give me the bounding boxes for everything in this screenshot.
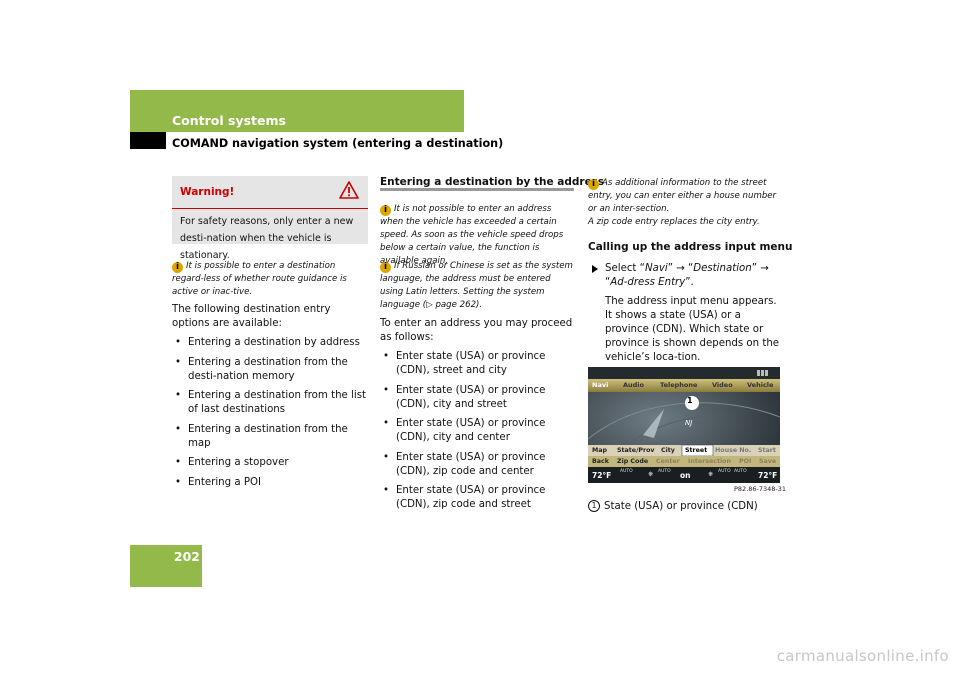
climate-auto-label: AUTO bbox=[620, 469, 633, 474]
page-number: 202 bbox=[173, 549, 200, 564]
list-item: Entering a destination from the map bbox=[174, 423, 368, 451]
screen-entry-state: State/Prov bbox=[617, 447, 655, 454]
list-item: Enter state (USA) or province (CDN), cit… bbox=[382, 384, 576, 412]
warning-text: For safety reasons, only enter a new des… bbox=[180, 216, 354, 261]
right-note-text: As additional information to the street … bbox=[588, 178, 777, 214]
screen-bottom-intersection: Intersection bbox=[688, 458, 731, 465]
screen-tab-audio: Audio bbox=[623, 381, 645, 389]
subheading-calling-up: Calling up the address input menu bbox=[588, 241, 793, 253]
fan-icon: ❋ bbox=[708, 471, 714, 478]
destination-options-list: Entering a destination by address Enteri… bbox=[174, 336, 368, 495]
list-item: Enter state (USA) or province (CDN), cit… bbox=[382, 417, 576, 445]
warning-box bbox=[172, 176, 368, 244]
info-icon: i bbox=[380, 205, 391, 216]
list-item: Entering a stopover bbox=[174, 456, 368, 470]
left-intro: The following destination entry options … bbox=[172, 304, 331, 329]
list-item: Entering a destination from the desti-na… bbox=[174, 356, 368, 384]
step-instruction: Select “Navi” → “Destination” → “Ad-dres… bbox=[605, 263, 769, 288]
middle-note-language-text: If Russian or Chinese is set as the syst… bbox=[380, 261, 573, 310]
climate-auto-label: AUTO bbox=[658, 469, 671, 474]
step-arrow-icon bbox=[592, 265, 598, 273]
info-icon: i bbox=[172, 262, 183, 273]
page-number-block bbox=[130, 545, 202, 587]
callout-marker: 1 bbox=[687, 396, 693, 405]
figure-code: P82.86-7348-31 bbox=[734, 485, 787, 493]
comand-screen-figure: Navi Audio Telephone Video Vehicle 1 NJ … bbox=[588, 367, 780, 483]
screen-graphic bbox=[588, 367, 780, 483]
list-item: Entering a destination by address bbox=[174, 336, 368, 350]
section-heading-address: Entering a destination by the address bbox=[380, 176, 605, 188]
left-note-text: It is possible to enter a destination re… bbox=[172, 261, 347, 297]
screen-bottom-poi: POI bbox=[739, 458, 752, 465]
screen-entry-start: Start bbox=[758, 447, 776, 454]
screen-tab-telephone: Telephone bbox=[660, 381, 698, 389]
middle-intro: To enter an address you may proceed as f… bbox=[380, 318, 573, 343]
list-item: Entering a destination from the list of … bbox=[174, 389, 368, 417]
page-reference-arrow-icon: ▷ bbox=[426, 300, 433, 310]
header-black-tab bbox=[130, 132, 166, 149]
climate-auto-label: AUTO bbox=[718, 469, 731, 474]
screen-bottom-zip: Zip Code bbox=[617, 458, 649, 465]
screen-bottom-center: Center bbox=[656, 458, 680, 465]
figure-caption: 1 State (USA) or province (CDN) bbox=[588, 500, 758, 514]
climate-left-temp: 72°F bbox=[592, 471, 612, 480]
list-item: Entering a POI bbox=[174, 476, 368, 490]
caption-text: State (USA) or province (CDN) bbox=[604, 501, 758, 512]
middle-note-speed-text: It is not possible to enter an address w… bbox=[380, 204, 564, 266]
warning-divider bbox=[172, 208, 368, 209]
info-icon: i bbox=[380, 262, 391, 273]
screen-entry-house: House No. bbox=[715, 447, 752, 454]
address-options-list: Enter state (USA) or province (CDN), str… bbox=[382, 350, 576, 518]
warning-title: Warning! bbox=[180, 186, 235, 198]
screen-bottom-back: Back bbox=[592, 458, 609, 465]
instruction-step: Select “Navi” → “Destination” → “Ad-dres… bbox=[592, 262, 792, 365]
state-marker: NJ bbox=[685, 419, 693, 427]
section-title: Control systems bbox=[172, 113, 286, 128]
step-description: The address input menu appears. It shows… bbox=[605, 296, 780, 363]
list-item: Enter state (USA) or province (CDN), zip… bbox=[382, 451, 576, 479]
screen-entry-map: Map bbox=[592, 447, 608, 454]
climate-right-temp: 72°F bbox=[758, 471, 778, 480]
warning-triangle-icon bbox=[339, 181, 359, 199]
page-reference: page 262). bbox=[435, 300, 483, 310]
climate-auto-label: AUTO bbox=[734, 469, 747, 474]
screen-entry-street: Street bbox=[685, 447, 708, 454]
header-bar bbox=[130, 90, 464, 132]
page-subtitle: COMAND navigation system (entering a des… bbox=[172, 137, 504, 150]
info-icon: i bbox=[588, 179, 599, 190]
screen-entry-city: City bbox=[661, 447, 675, 454]
screen-tab-video: Video bbox=[712, 381, 733, 389]
caption-number-icon: 1 bbox=[588, 500, 600, 512]
screen-tab-vehicle: Vehicle bbox=[747, 381, 774, 389]
screen-bottom-save: Save bbox=[759, 458, 777, 465]
watermark-link[interactable]: carmanualsonline.info bbox=[776, 647, 949, 665]
screen-tab-navi: Navi bbox=[592, 381, 609, 389]
list-item: Enter state (USA) or province (CDN), str… bbox=[382, 350, 576, 378]
climate-on: on bbox=[680, 471, 691, 480]
list-item: Enter state (USA) or province (CDN), zip… bbox=[382, 484, 576, 512]
fan-icon: ❋ bbox=[648, 471, 654, 478]
section-rule bbox=[380, 188, 574, 191]
right-note-text-2: A zip code entry replaces the city entry… bbox=[588, 217, 760, 227]
